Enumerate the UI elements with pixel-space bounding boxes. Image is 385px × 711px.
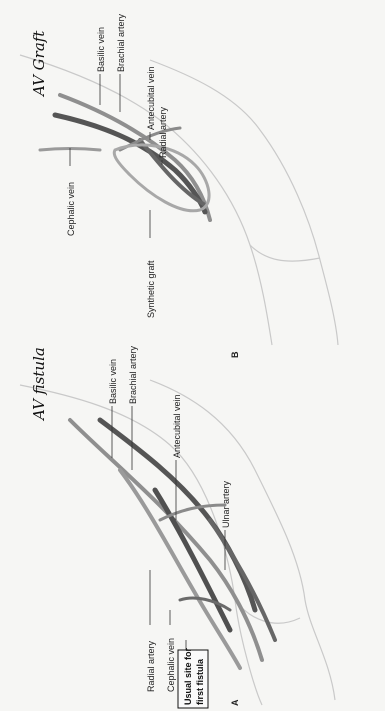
panel-a-usual-site-line1: Usual site for [183, 647, 193, 705]
panel-a-radial-artery [155, 490, 230, 630]
panel-b-label-synthetic-graft: Synthetic graft [146, 260, 156, 318]
panel-b-letter: B [230, 351, 240, 358]
panel-a-label-basilic-vein: Basilic vein [108, 359, 118, 404]
panel-b-label-basilic-vein: Basilic vein [96, 27, 106, 72]
panel-a-label-cephalic-vein: Cephalic vein [166, 638, 176, 692]
panel-b-label-antecubital-vein: Antecubital vein [146, 66, 156, 130]
panel-a-usual-site-line2: first fistula [195, 658, 205, 705]
panel-a-usual-site-callout: Usual site for first fistula [178, 647, 208, 708]
panel-a-letter: A [230, 699, 240, 706]
panel-a-label-ulnar-artery: Ulnar artery [221, 480, 231, 528]
panel-a-title: AV fistula [30, 347, 48, 422]
panel-a-label-brachial-artery: Brachial artery [128, 345, 138, 404]
panel-a-label-radial-artery: Radial artery [146, 640, 156, 692]
panel-b: AV Graft Basilic vein Brachial artery An… [20, 13, 338, 358]
panel-a-label-antecubital-vein: Antecubital vein [172, 394, 182, 458]
panel-b-title: AV Graft [30, 30, 48, 98]
panel-b-label-brachial-artery: Brachial artery [116, 13, 126, 72]
panel-b-label-cephalic-vein: Cephalic vein [66, 182, 76, 236]
panel-b-label-radial-artery: Radial artery [158, 106, 168, 158]
panel-a: AV fistula Basilic vein Brachial artery … [20, 345, 335, 708]
